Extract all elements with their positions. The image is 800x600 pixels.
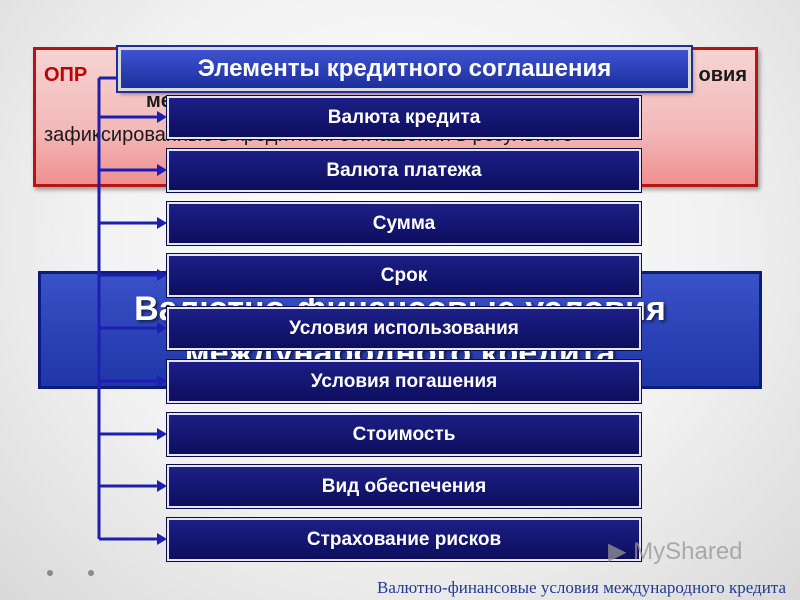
arrow-head-icon bbox=[157, 217, 167, 229]
arrow-head-icon bbox=[157, 322, 167, 334]
list-item: Условия использования bbox=[167, 307, 641, 350]
slide-footer: Валютно-финансовые условия международног… bbox=[377, 578, 786, 597]
watermark-icon: ▶ bbox=[608, 538, 634, 565]
list-item: Валюта платежа bbox=[167, 149, 641, 192]
arrow-head-icon bbox=[157, 428, 167, 440]
arrow-head-icon bbox=[157, 480, 167, 492]
list-item: Условия погашения bbox=[167, 360, 641, 403]
watermark: ▶ MyShared bbox=[608, 537, 743, 566]
arrow-head-icon bbox=[157, 269, 167, 281]
list-item: Стоимость bbox=[167, 413, 641, 456]
arrow-head-icon bbox=[157, 164, 167, 176]
nav-dot-right[interactable] bbox=[88, 570, 94, 576]
watermark-text: MyShared bbox=[633, 538, 743, 565]
arrow-head-icon bbox=[157, 533, 167, 545]
arrow-head-icon bbox=[157, 111, 167, 123]
arrow-head-icon bbox=[157, 375, 167, 387]
nav-dot-left[interactable] bbox=[47, 570, 53, 576]
diagram-header: Элементы кредитного соглашения bbox=[118, 47, 691, 91]
definition-line1-tail: овия bbox=[698, 64, 747, 86]
list-item: Срок bbox=[167, 254, 641, 297]
definition-line2: ме bbox=[146, 90, 172, 112]
list-item: Валюта кредита bbox=[167, 96, 641, 139]
list-item: Вид обеспечения bbox=[167, 465, 641, 508]
list-item: Сумма bbox=[167, 202, 641, 245]
definition-prefix: ОПР bbox=[44, 64, 88, 86]
list-item: Страхование рисков bbox=[167, 518, 641, 561]
